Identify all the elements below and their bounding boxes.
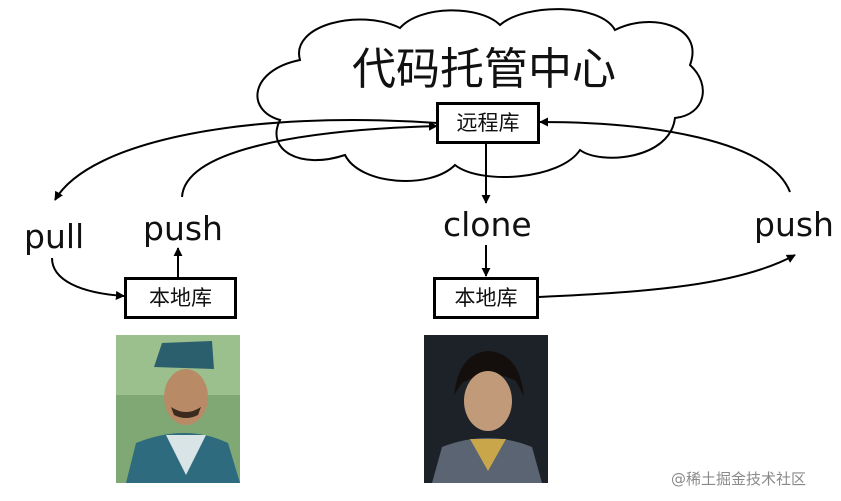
push-arrow-right-to-remote <box>539 117 791 193</box>
pull-arrow-label-to-local <box>51 257 125 300</box>
local-repo-right-box: 本地库 <box>433 277 539 319</box>
push-arrow-local-to-label-right <box>538 254 796 298</box>
remote-repo-box: 远程库 <box>436 102 540 144</box>
developer-left-photo <box>116 335 240 483</box>
push-left-label: push <box>143 209 223 248</box>
developer-right-photo <box>424 335 548 483</box>
cloud-shape <box>256 8 704 182</box>
clone-label: clone <box>443 205 532 244</box>
pull-arrow-remote-to-label <box>54 119 438 201</box>
local-repo-left-box: 本地库 <box>124 277 237 319</box>
cloud-title: 代码托管中心 <box>352 44 616 95</box>
pull-label: pull <box>24 217 85 256</box>
push-arrow-left-to-remote <box>181 121 438 198</box>
watermark-text: @稀土掘金技术社区 <box>671 470 807 488</box>
push-right-label: push <box>754 205 834 244</box>
